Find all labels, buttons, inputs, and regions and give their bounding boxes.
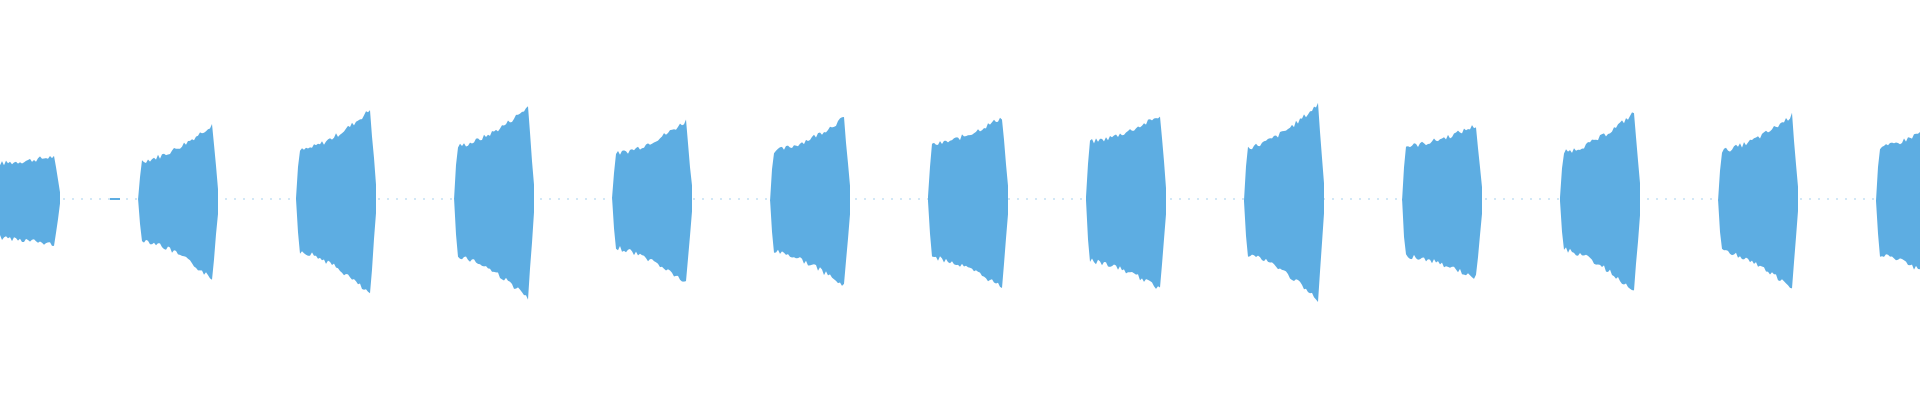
waveform-pulse xyxy=(1560,112,1640,291)
waveform-pulse xyxy=(612,119,692,282)
waveform-pulse xyxy=(1876,132,1920,270)
waveform-pulse xyxy=(770,117,850,286)
waveform-pulse xyxy=(928,117,1008,288)
waveform-pulses xyxy=(0,102,1920,303)
waveform-pulse xyxy=(296,110,376,294)
waveform-pulse xyxy=(138,124,218,280)
waveform-pulse xyxy=(1244,102,1324,303)
waveform-pulse xyxy=(454,106,534,300)
waveform-pulse xyxy=(1718,112,1798,289)
waveform-pulse xyxy=(0,155,60,246)
waveform-pulse xyxy=(1086,116,1166,289)
waveform-pulse xyxy=(1402,125,1482,279)
